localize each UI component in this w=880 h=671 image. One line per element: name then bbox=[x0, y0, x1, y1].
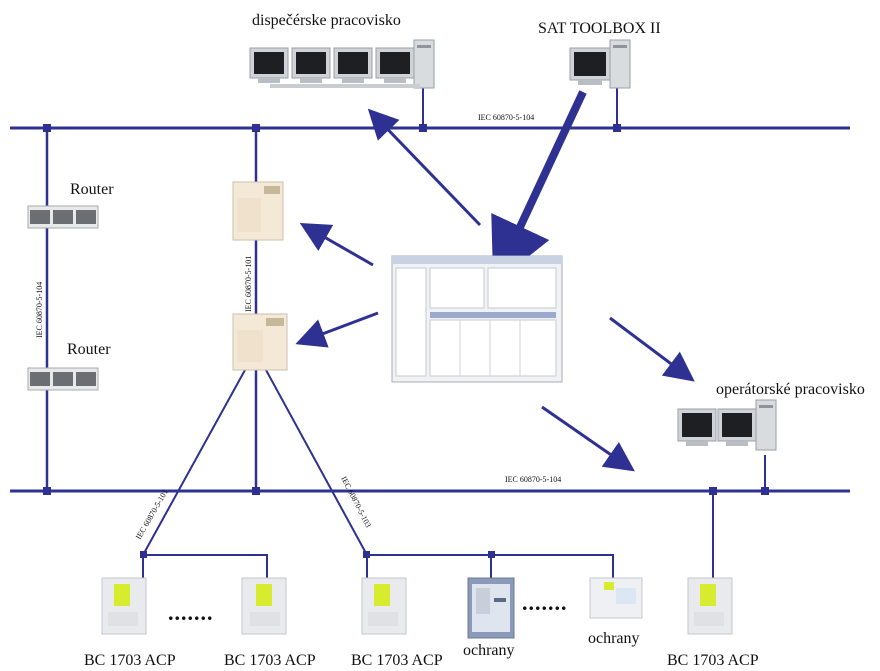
dispatcher-workstation bbox=[249, 39, 435, 89]
monitor-icon bbox=[717, 408, 757, 446]
monitor-icon bbox=[375, 47, 415, 83]
ellipsis: ....... bbox=[522, 590, 568, 615]
top-bus-label: IEC 60870-5-104 bbox=[478, 113, 534, 122]
monitor-icon bbox=[249, 47, 289, 83]
pc-tower-icon bbox=[609, 39, 631, 89]
dispatcher-label: dispečérske pracovisko bbox=[252, 12, 401, 29]
diag-103-label: IEC 60870-5-103 bbox=[339, 475, 373, 529]
sat-workstation bbox=[569, 39, 631, 89]
monitor-icon bbox=[333, 47, 373, 83]
router-icon bbox=[27, 367, 99, 391]
bottom-bus-label: IEC 60870-5-104 bbox=[505, 475, 561, 484]
protection-relay-icon bbox=[589, 577, 643, 619]
monitor-icon bbox=[291, 47, 331, 83]
sat-label: SAT TOOLBOX II bbox=[538, 20, 661, 37]
device-label: ochrany bbox=[463, 642, 515, 659]
router-icon bbox=[27, 205, 99, 229]
bc1703-device-icon bbox=[101, 577, 147, 635]
protection-relay-icon bbox=[467, 577, 515, 639]
device-label: BC 1703 ACP bbox=[667, 652, 759, 669]
router-label: Router bbox=[70, 181, 114, 198]
device-label: ochrany bbox=[588, 630, 640, 647]
software-screenshot bbox=[391, 255, 563, 383]
router-label: Router bbox=[67, 341, 111, 358]
monitor-icon bbox=[569, 47, 611, 85]
left-vertical-label: IEC 60870-5-104 bbox=[35, 282, 44, 338]
operator-workstation bbox=[677, 399, 777, 451]
device-label: BC 1703 ACP bbox=[84, 652, 176, 669]
arrows bbox=[295, 90, 695, 472]
bc1703-device-icon bbox=[241, 577, 287, 635]
mid-vertical-label: IEC 60870-5-101 bbox=[244, 256, 253, 312]
operator-label: operátorské pracovisko bbox=[716, 381, 865, 398]
control-cabinet-icon bbox=[232, 313, 288, 371]
pc-tower-icon bbox=[755, 399, 777, 451]
bc1703-device-icon bbox=[361, 577, 407, 635]
ellipsis: ....... bbox=[168, 600, 214, 625]
pc-tower-icon bbox=[413, 39, 435, 89]
device-label: BC 1703 ACP bbox=[224, 652, 316, 669]
monitor-icon bbox=[677, 408, 717, 446]
field-links bbox=[142, 369, 614, 580]
bc1703-device-icon bbox=[687, 577, 733, 635]
device-label: BC 1703 ACP bbox=[351, 652, 443, 669]
control-cabinet-icon bbox=[232, 181, 284, 241]
